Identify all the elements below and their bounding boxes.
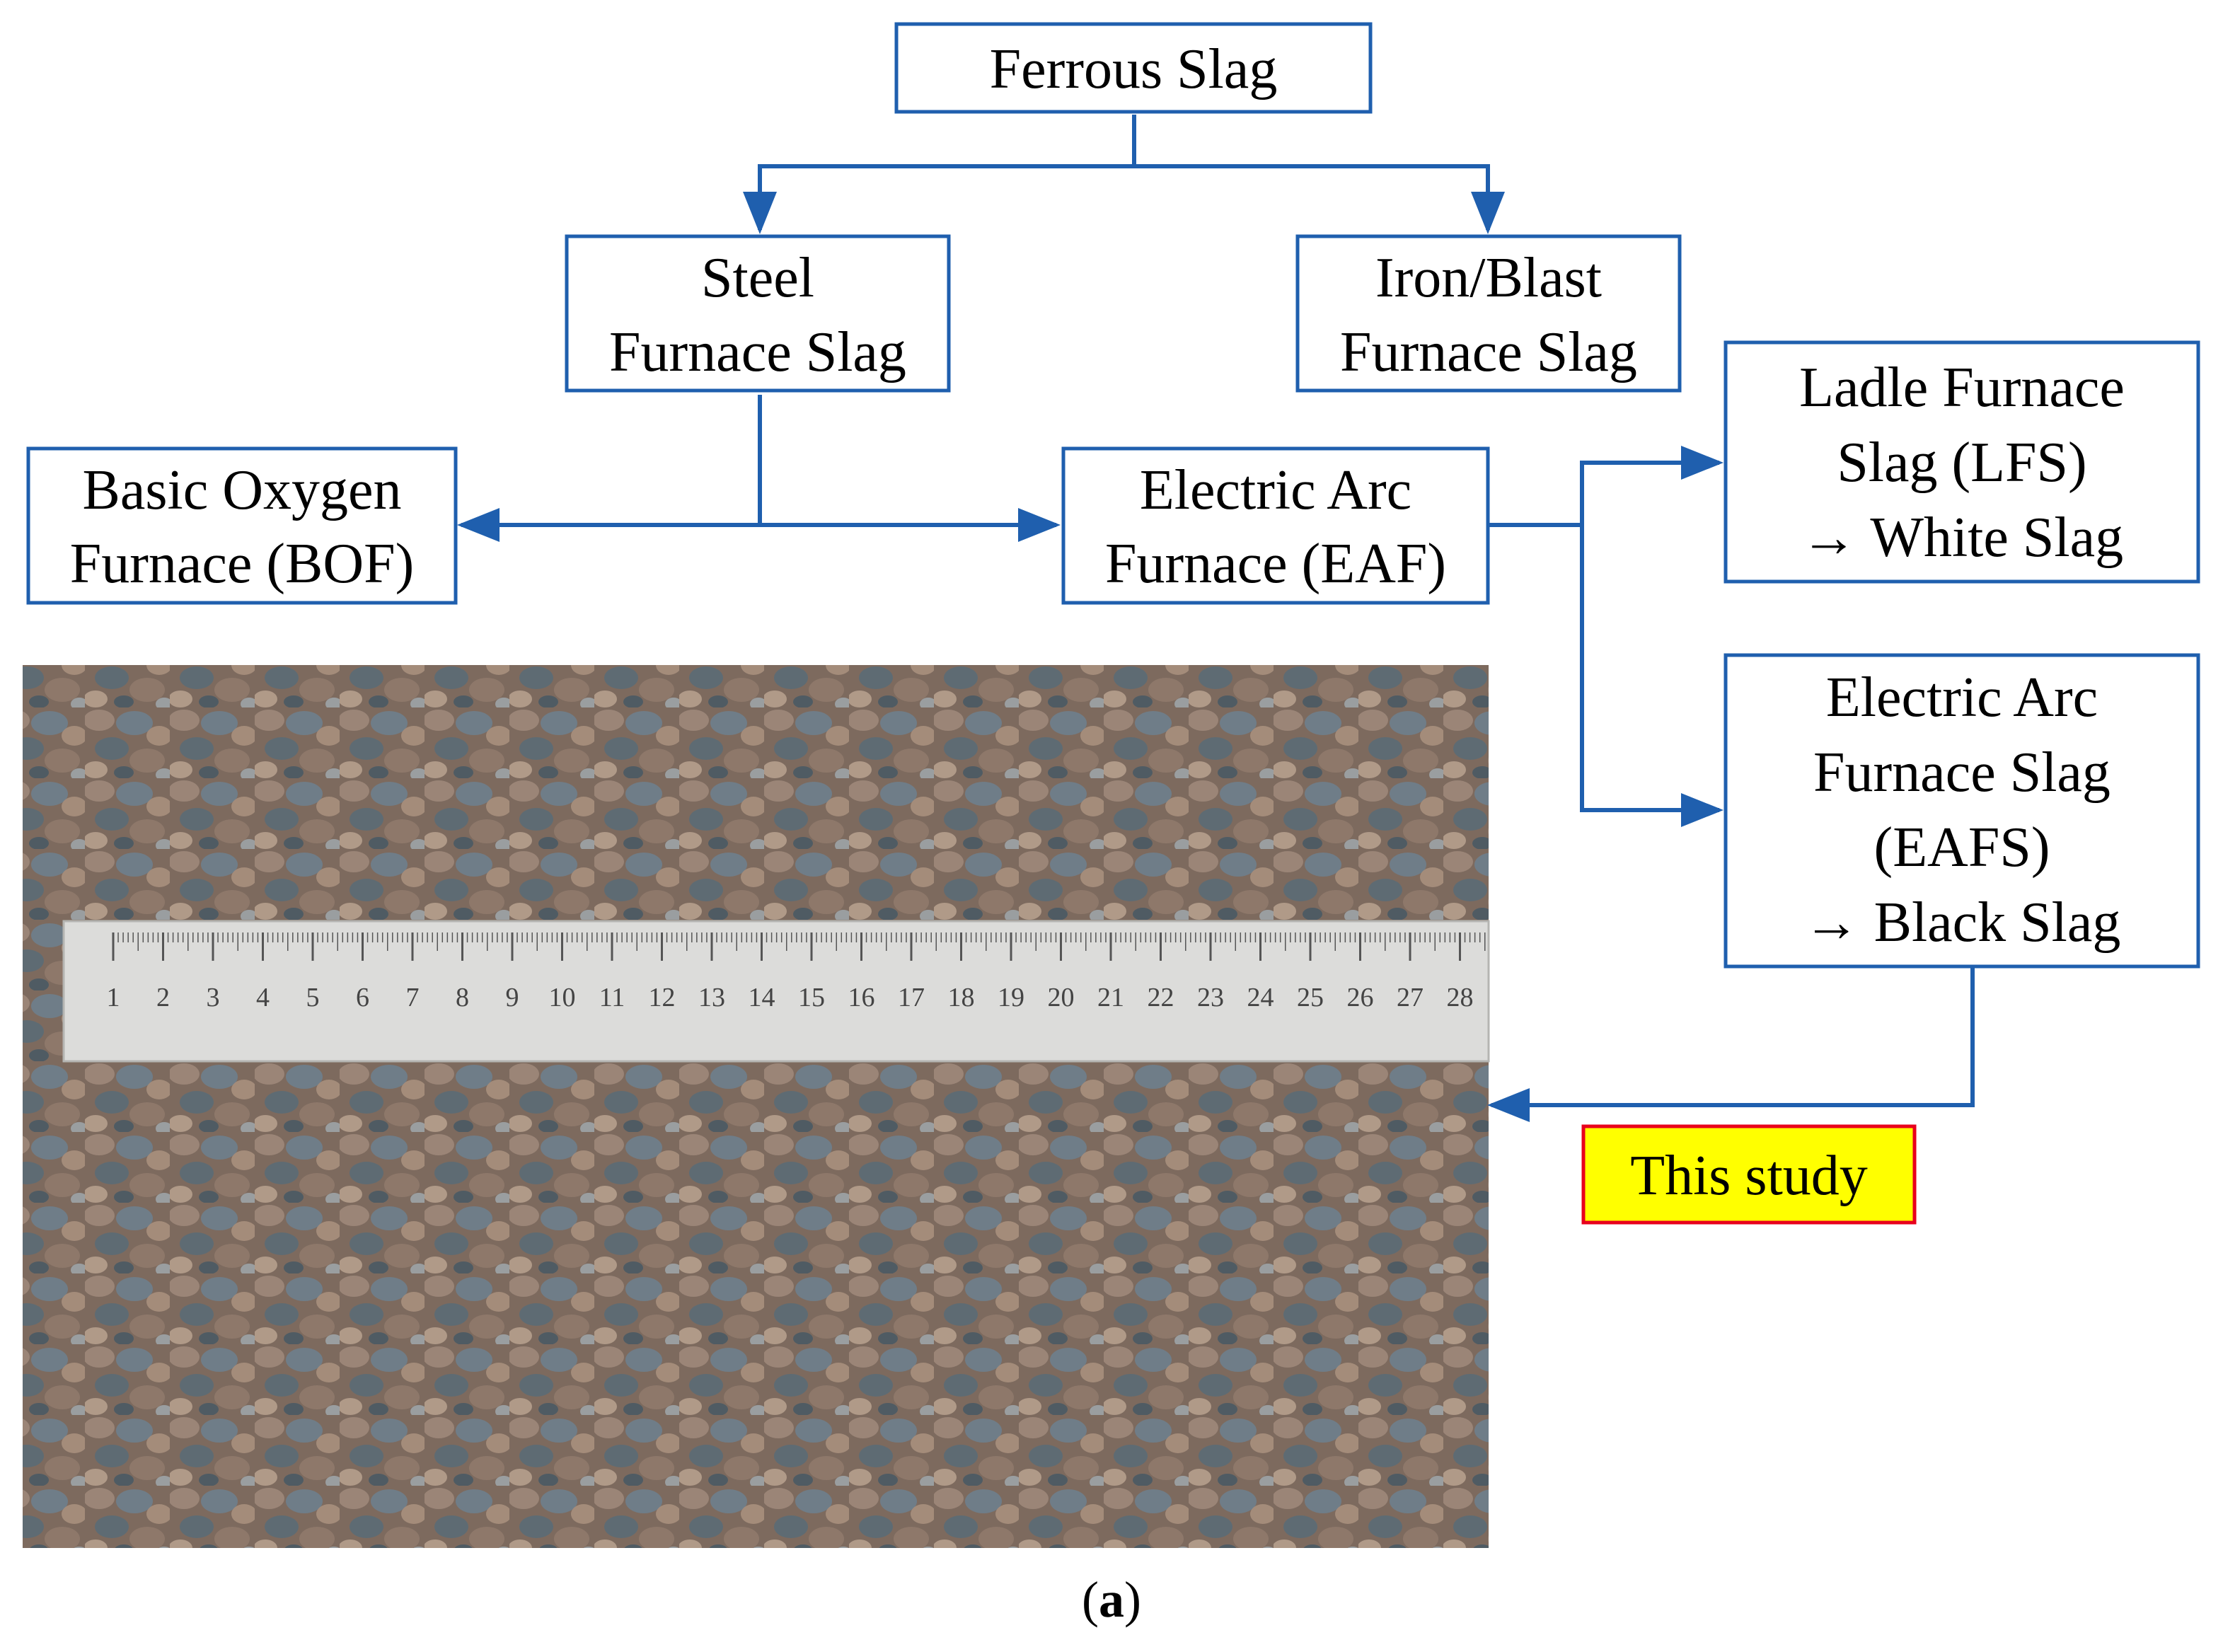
arrow-eafs-to-photo bbox=[1487, 968, 1975, 1122]
caption-letter: a bbox=[1099, 1571, 1124, 1628]
ruler-number: 21 bbox=[1097, 983, 1124, 1012]
node-lfs: Ladle Furnace Slag (LFS) → White Slag bbox=[1723, 340, 2200, 584]
ruler-number: 8 bbox=[456, 983, 469, 1012]
node-steel-line-1: Steel bbox=[701, 247, 814, 309]
ruler-number: 5 bbox=[306, 983, 320, 1012]
node-eafs-line-4: → Black Slag bbox=[1803, 891, 2121, 954]
node-lfs-line-2: Slag (LFS) bbox=[1837, 432, 2086, 494]
node-eafs-line-1: Electric Arc bbox=[1826, 666, 2098, 729]
node-iron-blast-furnace-slag: Iron/Blast Furnace Slag bbox=[1295, 234, 1682, 393]
ruler-number: 9 bbox=[506, 983, 519, 1012]
ruler-number: 3 bbox=[207, 983, 220, 1012]
ruler-number: 1 bbox=[107, 983, 120, 1012]
node-iron-line-2: Furnace Slag bbox=[1340, 321, 1637, 383]
node-lfs-line-1: Ladle Furnace bbox=[1799, 357, 2125, 419]
ruler-number: 28 bbox=[1447, 983, 1474, 1012]
ruler-number: 22 bbox=[1148, 983, 1174, 1012]
ruler-number: 2 bbox=[156, 983, 170, 1012]
node-eafs: Electric Arc Furnace Slag (EAFS) → Black… bbox=[1723, 653, 2200, 969]
ruler-number: 16 bbox=[848, 983, 875, 1012]
ruler-number: 7 bbox=[406, 983, 420, 1012]
node-bof-line-2: Furnace (BOF) bbox=[70, 533, 415, 595]
node-steel-furnace-slag: Steel Furnace Slag bbox=[565, 234, 951, 393]
slag-photo-gravel bbox=[23, 665, 1489, 1548]
node-eafs-line-2: Furnace Slag bbox=[1813, 741, 2111, 804]
caption-open: ( bbox=[1082, 1571, 1099, 1628]
node-lfs-line-3: → White Slag bbox=[1801, 507, 2123, 569]
ruler-number: 23 bbox=[1197, 983, 1224, 1012]
node-iron-line-1: Iron/Blast bbox=[1375, 247, 1602, 309]
arrow-ferrous-to-steel bbox=[743, 115, 1136, 234]
ruler-number: 26 bbox=[1347, 983, 1374, 1012]
ruler-number: 12 bbox=[649, 983, 676, 1012]
node-this-study: This study bbox=[1581, 1124, 1917, 1225]
ruler-number: 25 bbox=[1297, 983, 1324, 1012]
node-eaf: Electric Arc Furnace (EAF) bbox=[1061, 446, 1490, 605]
node-eaf-line-1: Electric Arc bbox=[1140, 459, 1411, 521]
ruler-number: 17 bbox=[898, 983, 925, 1012]
ruler-number: 10 bbox=[549, 983, 576, 1012]
node-ferrous-slag-line-1: Ferrous Slag bbox=[990, 38, 1278, 100]
ruler-body bbox=[62, 920, 1490, 1063]
ruler-number: 24 bbox=[1247, 983, 1274, 1012]
node-eafs-line-3: (EAFS) bbox=[1874, 816, 2050, 879]
ruler-number: 6 bbox=[356, 983, 369, 1012]
node-this-study-label: This study bbox=[1630, 1145, 1868, 1207]
ruler-number: 13 bbox=[698, 983, 725, 1012]
connectors bbox=[457, 115, 1975, 1122]
ruler-number: 19 bbox=[998, 983, 1024, 1012]
node-bof-line-1: Basic Oxygen bbox=[82, 459, 401, 521]
ruler-number: 27 bbox=[1397, 983, 1424, 1012]
ruler-number: 11 bbox=[599, 983, 625, 1012]
node-bof: Basic Oxygen Furnace (BOF) bbox=[26, 446, 458, 605]
caption-close: ) bbox=[1124, 1571, 1141, 1628]
figure-caption: (a) bbox=[1082, 1571, 1141, 1628]
arrow-ferrous-to-iron bbox=[1134, 164, 1505, 234]
node-ferrous-slag: Ferrous Slag bbox=[894, 22, 1373, 114]
ruler-number: 15 bbox=[798, 983, 825, 1012]
ruler-number: 18 bbox=[948, 983, 975, 1012]
arrow-eaf-to-eafs bbox=[1580, 525, 1723, 827]
node-steel-line-2: Furnace Slag bbox=[609, 321, 906, 383]
arrow-eaf-to-lfs bbox=[1489, 446, 1723, 527]
ruler-number: 14 bbox=[749, 983, 775, 1012]
node-eaf-line-2: Furnace (EAF) bbox=[1105, 533, 1446, 595]
ruler-number: 4 bbox=[256, 983, 270, 1012]
ruler-number: 20 bbox=[1048, 983, 1075, 1012]
arrow-steel-to-bof bbox=[457, 395, 762, 542]
